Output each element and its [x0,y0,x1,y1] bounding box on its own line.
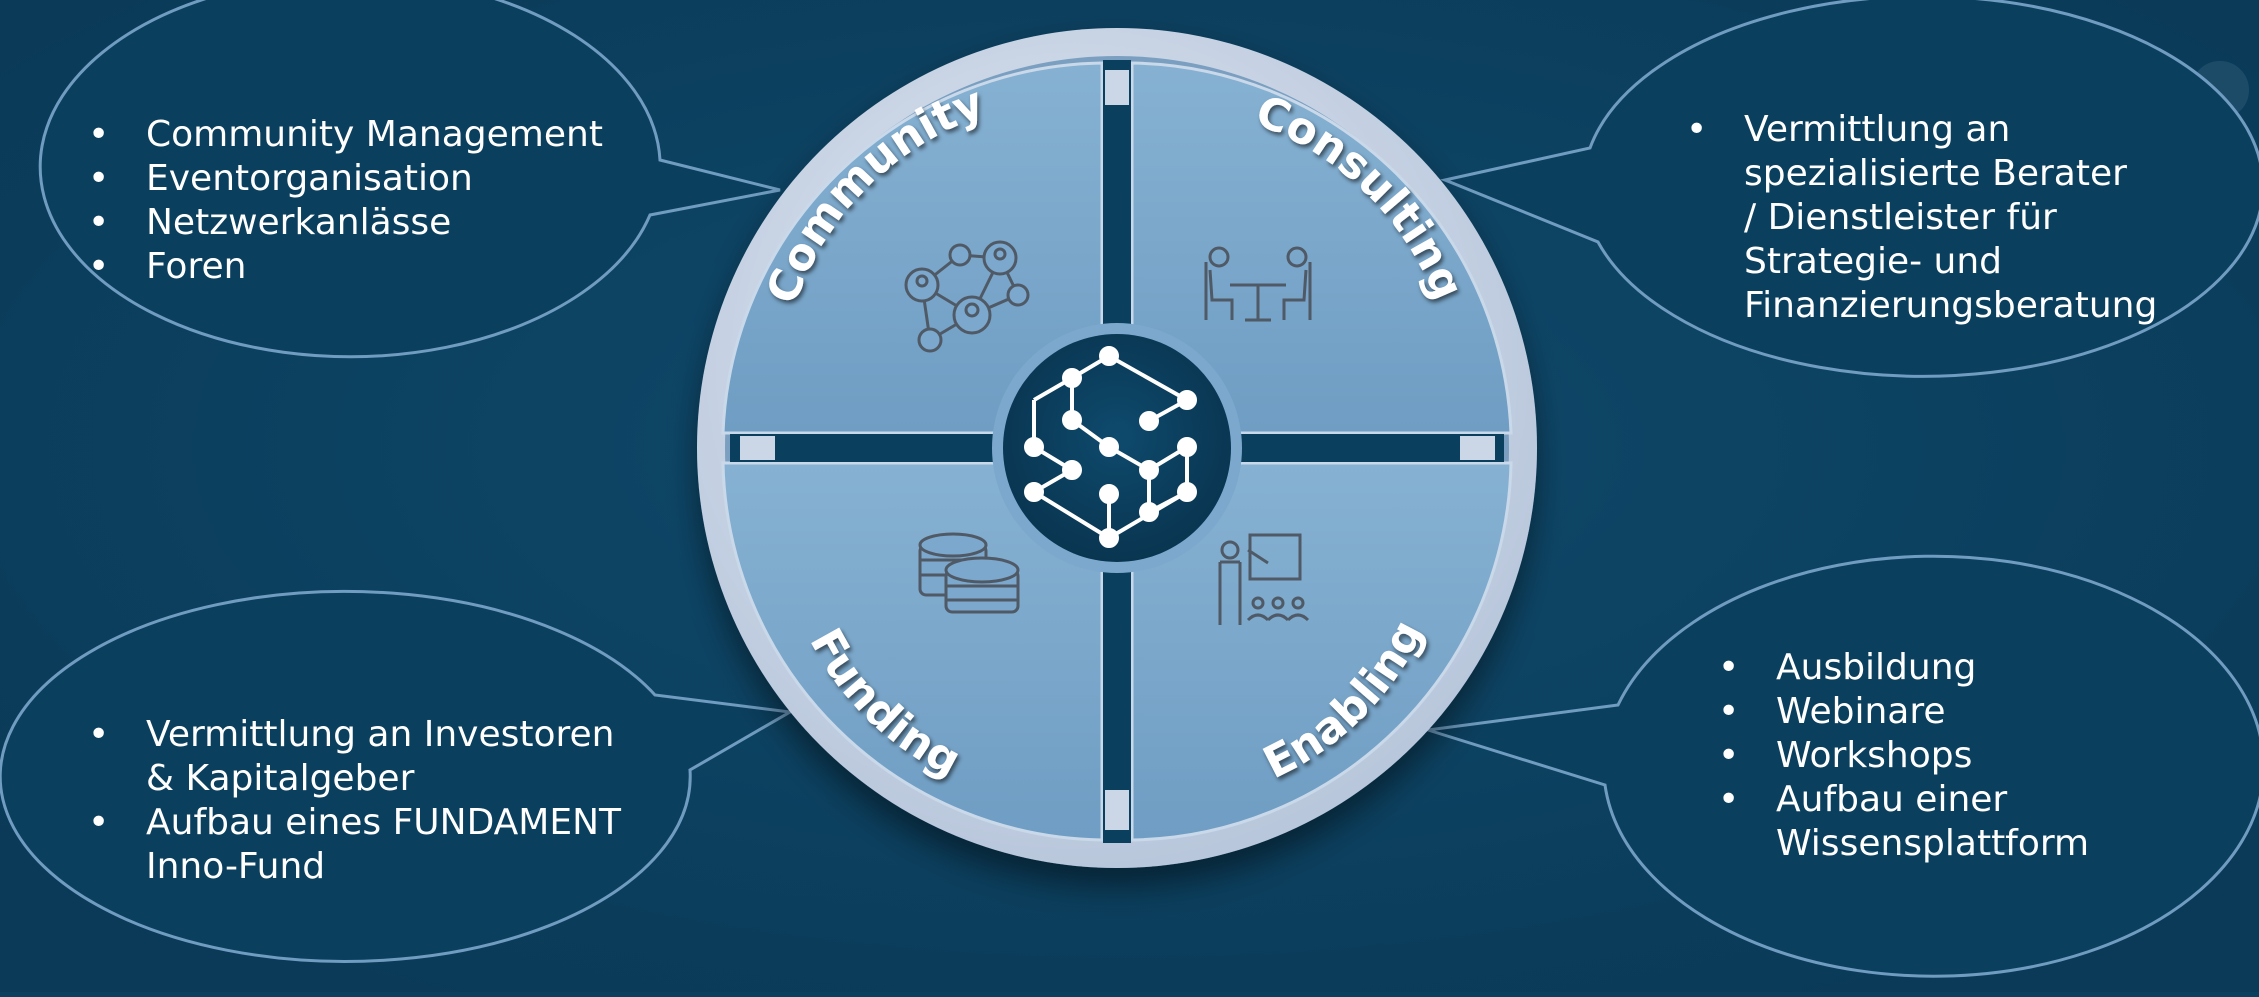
funding-bullet-list: Vermittlung an Investoren & Kapitalgeber… [88,713,648,889]
divider-cap-right [1460,436,1495,460]
list-item: Vermittlung an spezialisierte Berater / … [1686,108,2157,328]
list-item: Netzwerkanlässe [88,201,603,245]
network-s-logo-icon [1024,346,1197,548]
divider-cap-top [1105,70,1129,105]
list-item: Eventorganisation [88,157,603,201]
segment-consulting[interactable] [1130,61,1513,435]
segment-community[interactable] [721,61,1104,435]
list-item: Community Management [88,113,603,157]
consulting-bullet-list: Vermittlung an spezialisierte Berater / … [1686,108,2157,328]
list-item: Ausbildung [1718,646,2138,690]
list-item: Aufbau einer Wissensplattform [1718,778,2138,866]
divider-cap-left [740,436,775,460]
segments-group [721,61,1513,842]
presentation-teacher-icon [1218,533,1310,625]
network-people-icon [904,240,1030,353]
meeting-table-icon [1204,246,1312,322]
list-item: Foren [88,245,603,289]
enabling-bullet-list: Ausbildung Webinare Workshops Aufbau ein… [1718,646,2138,866]
divider-cap-bottom [1105,790,1129,830]
list-item: Webinare [1718,690,2138,734]
list-item: Aufbau eines FUNDAMENT Inno-Fund [88,801,648,889]
coin-stacks-icon [918,532,1020,614]
segment-funding[interactable] [721,461,1104,842]
community-bullet-list: Community Management Eventorganisation N… [88,113,603,289]
list-item: Workshops [1718,734,2138,778]
list-item: Vermittlung an Investoren & Kapitalgeber [88,713,648,801]
